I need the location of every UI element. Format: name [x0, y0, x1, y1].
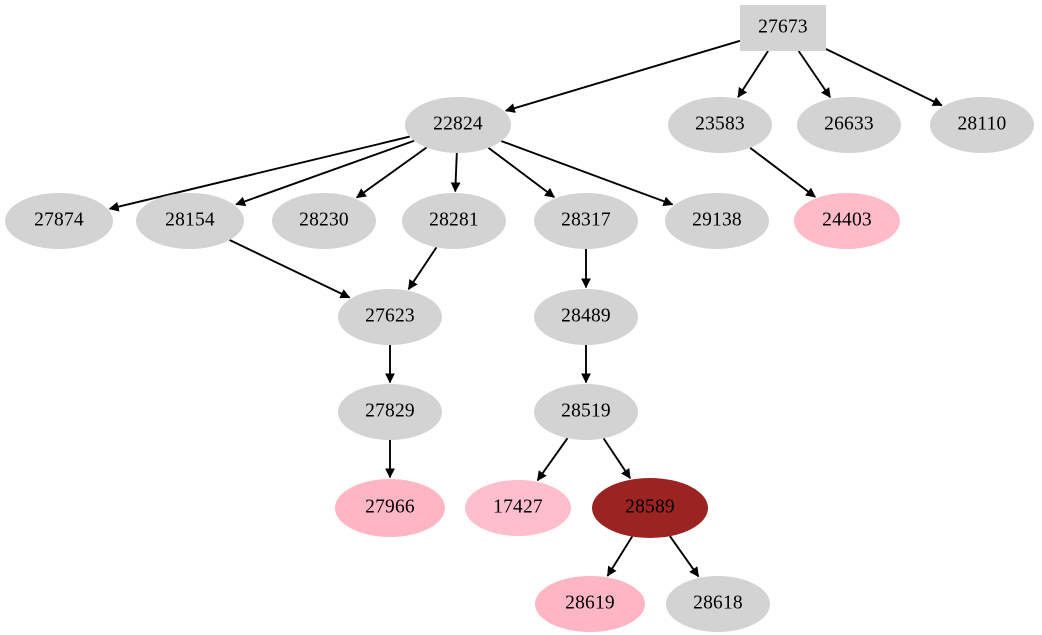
graph-node-label: 28589: [625, 496, 675, 518]
graph-node-27829[interactable]: 27829: [338, 384, 442, 440]
graph-node-label: 27874: [34, 209, 84, 231]
graph-node-label: 28618: [693, 592, 743, 614]
graph-node-26633[interactable]: 26633: [797, 97, 901, 153]
graph-node-label: 27623: [365, 305, 415, 327]
graph-node-label: 24403: [822, 209, 872, 231]
graph-node-17427[interactable]: 17427: [465, 480, 571, 536]
graph-node-label: 28281: [429, 209, 479, 231]
graph-node-28154[interactable]: 28154: [136, 193, 244, 249]
graph-node-28317[interactable]: 28317: [534, 193, 638, 249]
graph-node-27673[interactable]: 27673: [740, 5, 826, 51]
graph-node-28281[interactable]: 28281: [402, 193, 506, 249]
graph-node-27874[interactable]: 27874: [5, 193, 113, 249]
graph-node-28618[interactable]: 28618: [666, 576, 770, 632]
graph-node-23583[interactable]: 23583: [668, 97, 772, 153]
graph-node-28619[interactable]: 28619: [535, 576, 645, 632]
graph-node-label: 28154: [165, 209, 215, 231]
graph-node-28230[interactable]: 28230: [272, 193, 376, 249]
graph-node-27623[interactable]: 27623: [338, 289, 442, 345]
graph-node-label: 28110: [957, 113, 1007, 135]
graph-node-label: 27829: [365, 400, 415, 422]
graph-node-24403[interactable]: 24403: [794, 193, 900, 249]
graph-node-label: 23583: [695, 113, 745, 135]
graph-node-29138[interactable]: 29138: [665, 193, 769, 249]
graph-node-27966[interactable]: 27966: [335, 479, 445, 537]
graph-node-label: 28489: [561, 305, 611, 327]
graph-node-label: 28519: [561, 400, 611, 422]
graph-node-label: 28317: [561, 209, 611, 231]
graph-node-22824[interactable]: 22824: [405, 97, 511, 153]
graph-node-label: 27673: [758, 16, 808, 38]
graph-node-28489[interactable]: 28489: [534, 289, 638, 345]
graph-node-label: 27966: [365, 496, 415, 518]
graph-node-28519[interactable]: 28519: [534, 384, 638, 440]
graph-node-label: 28230: [299, 209, 349, 231]
graph-node-label: 17427: [493, 496, 543, 518]
graph-node-label: 26633: [824, 113, 874, 135]
graph-node-28589[interactable]: 28589: [592, 478, 708, 538]
graph-node-label: 22824: [433, 113, 483, 135]
graph-node-label: 28619: [565, 592, 615, 614]
graph-node-label: 29138: [692, 209, 742, 231]
graph-node-28110[interactable]: 28110: [930, 97, 1034, 153]
